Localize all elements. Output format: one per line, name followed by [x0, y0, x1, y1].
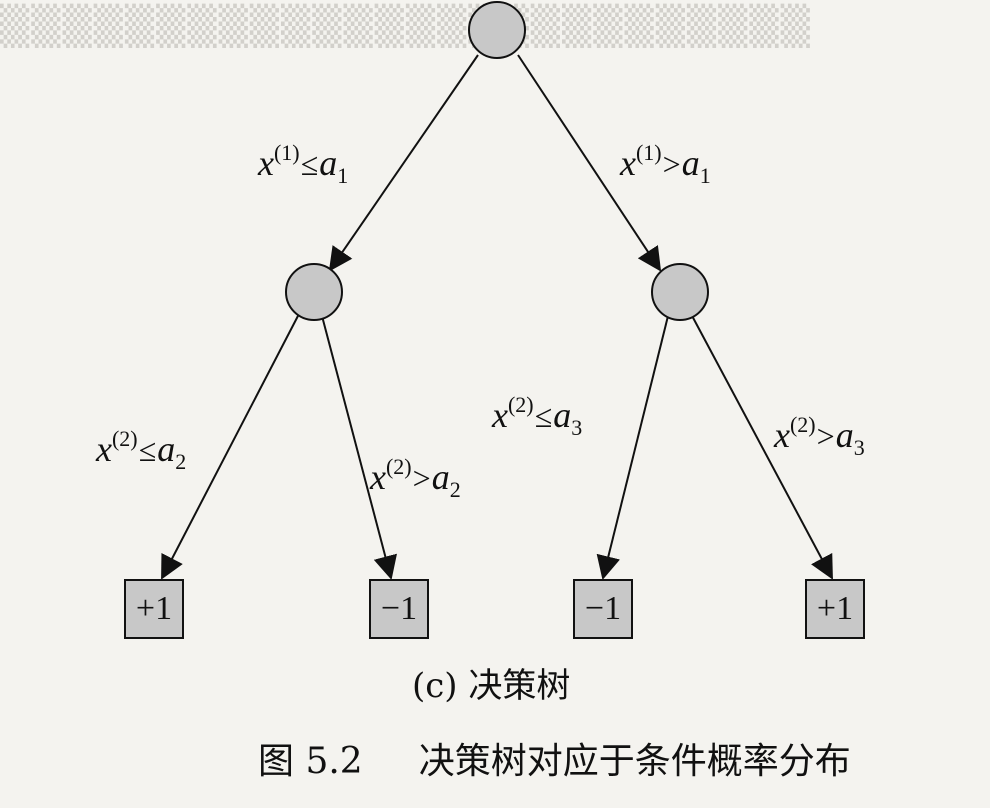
edge-label-var: x — [96, 429, 112, 469]
edge-right-right — [689, 311, 833, 580]
edge-label-threshold: a — [431, 457, 450, 497]
left-node — [285, 263, 343, 321]
edge-label-sub: 3 — [571, 415, 583, 440]
edge-label-sub: 2 — [449, 477, 461, 502]
edge-label-var: x — [370, 457, 386, 497]
leaf-label-4: +1 — [816, 590, 854, 627]
leaf-label-3: −1 — [584, 590, 622, 627]
edge-label-sub: 2 — [175, 449, 187, 474]
edge-label-threshold: a — [319, 143, 338, 183]
edge-label-threshold: a — [157, 429, 176, 469]
edge-label-5: x(2)≤a3 — [492, 392, 582, 441]
figure-number: 图 5.2 — [258, 741, 363, 782]
figure-title: 决策树对应于条件概率分布 — [418, 741, 851, 782]
edge-label-var: x — [492, 395, 508, 435]
edge-label-op: > — [412, 460, 431, 496]
edge-label-sup: (1) — [635, 140, 662, 165]
edge-left-right — [321, 315, 398, 580]
edge-label-threshold: a — [681, 143, 700, 183]
leaf-label-2: −1 — [380, 590, 418, 627]
subcaption: (c) 决策树 — [412, 666, 571, 706]
leaf-box-4 — [805, 579, 865, 639]
root-node — [468, 1, 526, 59]
edge-label-sup: (2) — [507, 392, 534, 417]
edge-left-left — [161, 311, 301, 580]
edge-label-op: ≤ — [534, 398, 553, 434]
edge-label-sub: 1 — [337, 163, 349, 188]
edge-label-sup: (2) — [111, 426, 138, 451]
edge-label-op: > — [662, 146, 681, 182]
edge-label-threshold: a — [553, 395, 572, 435]
edge-root-right — [517, 54, 662, 272]
edge-label-sup: (2) — [789, 412, 816, 437]
edge-label-sup: (2) — [385, 454, 412, 479]
edge-label-sub: 3 — [853, 435, 865, 460]
edge-label-2: x(1)>a1 — [620, 140, 711, 189]
edge-label-sup: (1) — [273, 140, 300, 165]
edge-right-left — [596, 315, 669, 580]
leaf-label-1: +1 — [135, 590, 173, 627]
leaf-box-1 — [124, 579, 184, 639]
edge-label-1: x(1)≤a1 — [258, 140, 348, 189]
edge-label-sub: 1 — [699, 163, 711, 188]
edge-label-var: x — [620, 143, 636, 183]
edge-root-left — [328, 54, 479, 272]
edge-label-6: x(2)>a3 — [774, 412, 865, 461]
leaf-box-2 — [369, 579, 429, 639]
edge-label-op: > — [816, 418, 835, 454]
edge-label-op: ≤ — [138, 432, 157, 468]
edge-label-var: x — [258, 143, 274, 183]
leaf-box-3 — [573, 579, 633, 639]
edge-label-4: x(2)>a2 — [370, 454, 461, 503]
figure-caption: 图 5.2 决策树对应于条件概率分布 — [258, 732, 851, 784]
edge-label-op: ≤ — [300, 146, 319, 182]
edge-label-threshold: a — [835, 415, 854, 455]
right-node — [651, 263, 709, 321]
bleed-texture: ▒▒▒▒▒▒▒▒▒▒▒▒▒▒▒▒▒▒▒▒▒▒▒▒▒▒ — [0, 4, 812, 48]
edge-label-3: x(2)≤a2 — [96, 426, 186, 475]
edge-label-var: x — [774, 415, 790, 455]
